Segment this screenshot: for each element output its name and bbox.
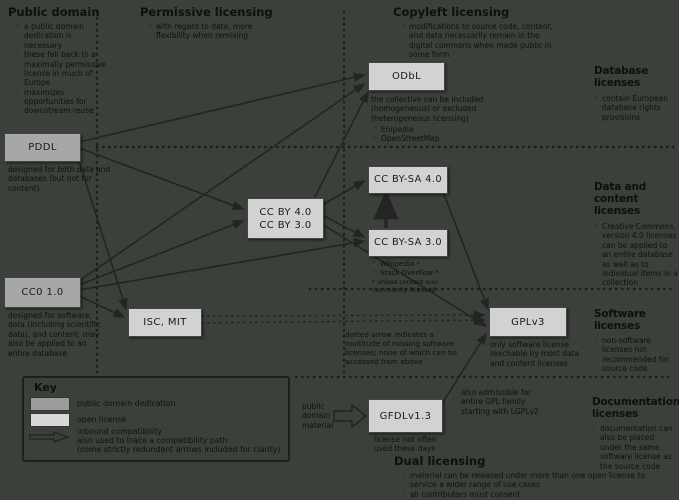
bullet: contain European database rights provisi… <box>594 93 678 122</box>
key-panel: Key public domain dedication open licens… <box>22 376 290 462</box>
license-label: ISC, MIT <box>143 317 187 328</box>
bullet: these fall back to a maximally permissiv… <box>16 49 108 88</box>
license-box-pddl: PDDL <box>4 133 81 162</box>
inbound-compatibility-arrow-icon <box>28 430 72 444</box>
public-domain-material-arrow-icon <box>333 403 368 429</box>
bullet: modifications to source code, content, a… <box>401 21 559 60</box>
gfdl-note: license not often used these days <box>374 435 437 454</box>
dotted-arrow-iscmit-to-gplv3-a <box>200 310 486 320</box>
bullet: with regard to data, more flexibility wh… <box>148 21 274 41</box>
section-notes-public-domain: a public domain dedication is necessary … <box>16 21 108 116</box>
pddl-note: designed for both data and databases (bu… <box>8 165 111 193</box>
section-title-public-domain: Public domain <box>8 5 100 19</box>
license-box-isc-mit: ISC, MIT <box>128 308 202 337</box>
arrow-cc0-to-odbl <box>78 83 366 282</box>
section-title-software: Software licenses <box>594 308 646 332</box>
key-public-domain-label: public domain dedication <box>77 399 176 408</box>
arrow-ccby-to-ccbysa3 <box>321 214 366 238</box>
license-box-gplv3: GPLv3 <box>489 307 567 337</box>
section-title-dual-licensing: Dual licensing <box>394 454 486 468</box>
open-license-swatch-icon <box>30 413 70 427</box>
gplv3-note: only software license reachable by most … <box>490 340 580 368</box>
bullet: material can be released under more than… <box>402 470 674 490</box>
bullet: OpenStreetMap <box>373 133 493 143</box>
public-domain-material-label: public domain material <box>302 402 334 430</box>
section-notes-software: non-software licenses not recommended fo… <box>594 335 678 374</box>
key-arrow-label-line1: inbound compatibility <box>77 427 162 436</box>
license-box-cc-by-sa-4: CC BY-SA 4.0 <box>368 166 448 194</box>
license-label: CC BY 4.0 <box>259 206 312 218</box>
section-notes-database: contain European database rights provisi… <box>594 93 678 122</box>
section-notes-permissive: with regard to data, more flexibility wh… <box>148 21 274 41</box>
arrow-ccbysa4-to-gplv3 <box>441 188 489 311</box>
public-domain-swatch-icon <box>30 397 70 411</box>
arrow-pddl-to-odbl <box>78 72 366 143</box>
bullet: a public domain dedication is necessary <box>16 21 108 50</box>
bullet: Creative Commons, version 4.0 licenses c… <box>594 221 678 288</box>
bullet: Wikipedia * <box>372 259 482 269</box>
license-box-gfdl: GFDLv1.3 <box>368 399 443 433</box>
odbl-examples: Enipedia OpenStreetMap <box>373 124 493 144</box>
license-label: CC BY-SA 3.0 <box>374 236 442 248</box>
key-arrow-label-line3: (some strictly redundant arrows included… <box>77 445 281 454</box>
arrow-cc0-to-ccbysa3 <box>78 238 366 291</box>
license-label: CC BY-SA 4.0 <box>374 173 442 185</box>
key-arrow-label-line2: also used to trace a compatibility path <box>77 436 228 445</box>
arrow-cc0-to-ccby <box>78 220 245 286</box>
cc0-note: designed for software, data (including s… <box>8 311 101 358</box>
section-notes-data-content: Creative Commons, version 4.0 licenses c… <box>594 221 678 288</box>
license-label: GPLv3 <box>511 316 545 328</box>
bullet: documentation can also be placed under t… <box>592 423 678 471</box>
license-label: ODbL <box>391 71 422 82</box>
bullet: maximizes opportunities for downstream r… <box>16 87 108 116</box>
cc-by-sa-footnote: * unless content was community licensed <box>372 279 438 294</box>
arrow-ccby-to-ccbysa4 <box>321 180 366 206</box>
license-box-cc-by: CC BY 4.0 CC BY 3.0 <box>247 198 324 239</box>
arrow-cc0-to-iscmit <box>78 295 126 318</box>
arrow-pddl-to-ccby <box>78 147 245 210</box>
bullet: all contributors must consent <box>402 489 674 499</box>
license-box-odbl: ODbL <box>368 62 445 91</box>
dotted-arrow-note: dotted arrow indicates a multitude of mi… <box>345 330 458 367</box>
license-label: CC BY 3.0 <box>259 219 312 231</box>
section-notes-documentation: documentation can also be placed under t… <box>592 423 678 471</box>
section-notes-copyleft: modifications to source code, content, a… <box>401 21 559 60</box>
section-title-documentation: Documentation licenses <box>592 396 679 420</box>
section-title-database: Database licenses <box>594 65 649 89</box>
license-box-cc0: CC0 1.0 <box>4 277 81 308</box>
section-title-data-content: Data and content licenses <box>594 181 647 217</box>
bullet: Enipedia <box>373 124 493 134</box>
dotted-missing-license-arrows <box>200 310 486 325</box>
arrow-ccby-to-odbl <box>314 90 369 198</box>
cc-by-sa-examples: Wikipedia * Stack Overflow * <box>372 259 482 278</box>
license-box-cc-by-sa-3: CC BY-SA 3.0 <box>368 229 448 257</box>
key-title: Key <box>34 381 57 394</box>
license-label: GFDLv1.3 <box>379 410 432 422</box>
license-label: PDDL <box>28 142 57 153</box>
license-label: CC0 1.0 <box>21 287 64 298</box>
bullet: non-software licenses not recommended fo… <box>594 335 678 374</box>
section-title-permissive: Permissive licensing <box>140 5 273 19</box>
arrow-gfdl-to-gplv3 <box>437 332 487 411</box>
key-open-license-label: open license <box>77 415 127 424</box>
gpl-family-note: also admissible for entire GPL family st… <box>461 388 539 416</box>
odbl-note: the collective can be included (homogene… <box>371 95 484 123</box>
section-notes-dual-licensing: material can be released under more than… <box>402 470 674 499</box>
section-title-copyleft: Copyleft licensing <box>393 5 510 19</box>
bullet: Stack Overflow * <box>372 268 482 278</box>
dotted-arrow-iscmit-to-gplv3-b <box>200 315 486 325</box>
